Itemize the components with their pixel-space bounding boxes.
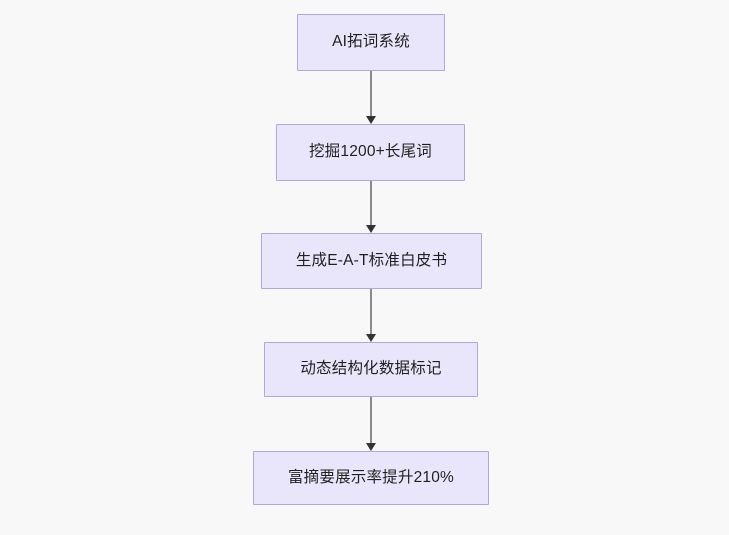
flowchart-node-1-label: AI拓词系统	[332, 33, 410, 51]
flowchart-node-3-label: 生成E-A-T标准白皮书	[295, 251, 448, 269]
flowchart-node-5[interactable]: 富摘要展示率提升210%	[253, 451, 489, 505]
edge-4-arrowhead	[365, 443, 376, 451]
edge-1-arrowhead	[365, 116, 376, 124]
edge-2-line	[369, 181, 373, 225]
flowchart-node-4-label: 动态结构化数据标记	[300, 360, 442, 378]
flowchart-node-2-label: 挖掘1200+长尾词	[308, 143, 433, 161]
edge-3-arrowhead	[365, 334, 376, 342]
edge-2-arrowhead	[365, 225, 376, 233]
flowchart-node-5-label: 富摘要展示率提升210%	[287, 468, 455, 486]
edge-1-line	[369, 71, 373, 116]
edge-3-line	[369, 289, 373, 334]
flowchart-node-1[interactable]: AI拓词系统	[297, 14, 445, 71]
flowchart-node-4[interactable]: 动态结构化数据标记	[264, 342, 478, 397]
flowchart-node-3[interactable]: 生成E-A-T标准白皮书	[261, 233, 482, 289]
edge-4-line	[369, 397, 373, 443]
flowchart-node-2[interactable]: 挖掘1200+长尾词	[276, 124, 465, 181]
